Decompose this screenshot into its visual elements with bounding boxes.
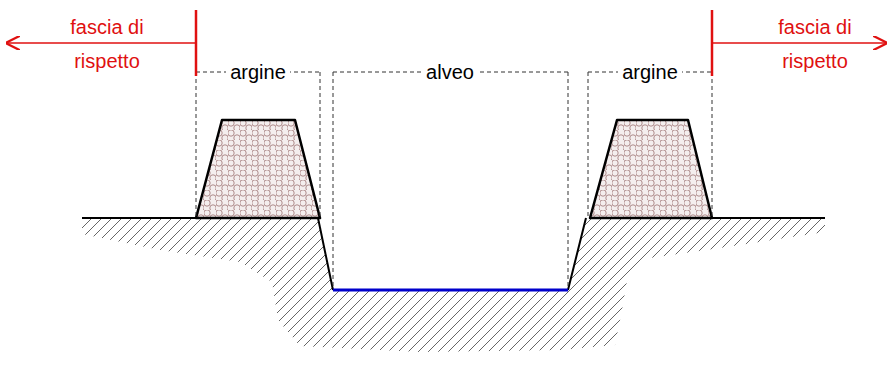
soil-hatch [82, 219, 825, 352]
ground-line [712, 217, 825, 219]
dashed-line [196, 72, 197, 216]
channel-bank [568, 218, 586, 290]
dashed-line [568, 72, 569, 288]
part-label: argine [618, 61, 682, 83]
dashed-line [320, 72, 321, 216]
dashed-line [712, 72, 713, 216]
band-arrow [712, 42, 886, 44]
band-label: fascia di rispetto [52, 10, 162, 78]
ground-line [320, 218, 590, 219]
channel-bank [318, 218, 333, 290]
water-line [333, 289, 568, 292]
band-label: fascia di rispetto [760, 10, 870, 78]
levee-right [590, 120, 712, 218]
band-arrow [7, 42, 196, 44]
part-label: alveo [422, 61, 478, 83]
dashed-line [333, 72, 334, 288]
levee-left [196, 120, 320, 218]
dashed-line [588, 72, 589, 216]
ground-line [82, 217, 196, 219]
dimension-lines [196, 72, 712, 288]
part-label: argine [226, 61, 290, 83]
